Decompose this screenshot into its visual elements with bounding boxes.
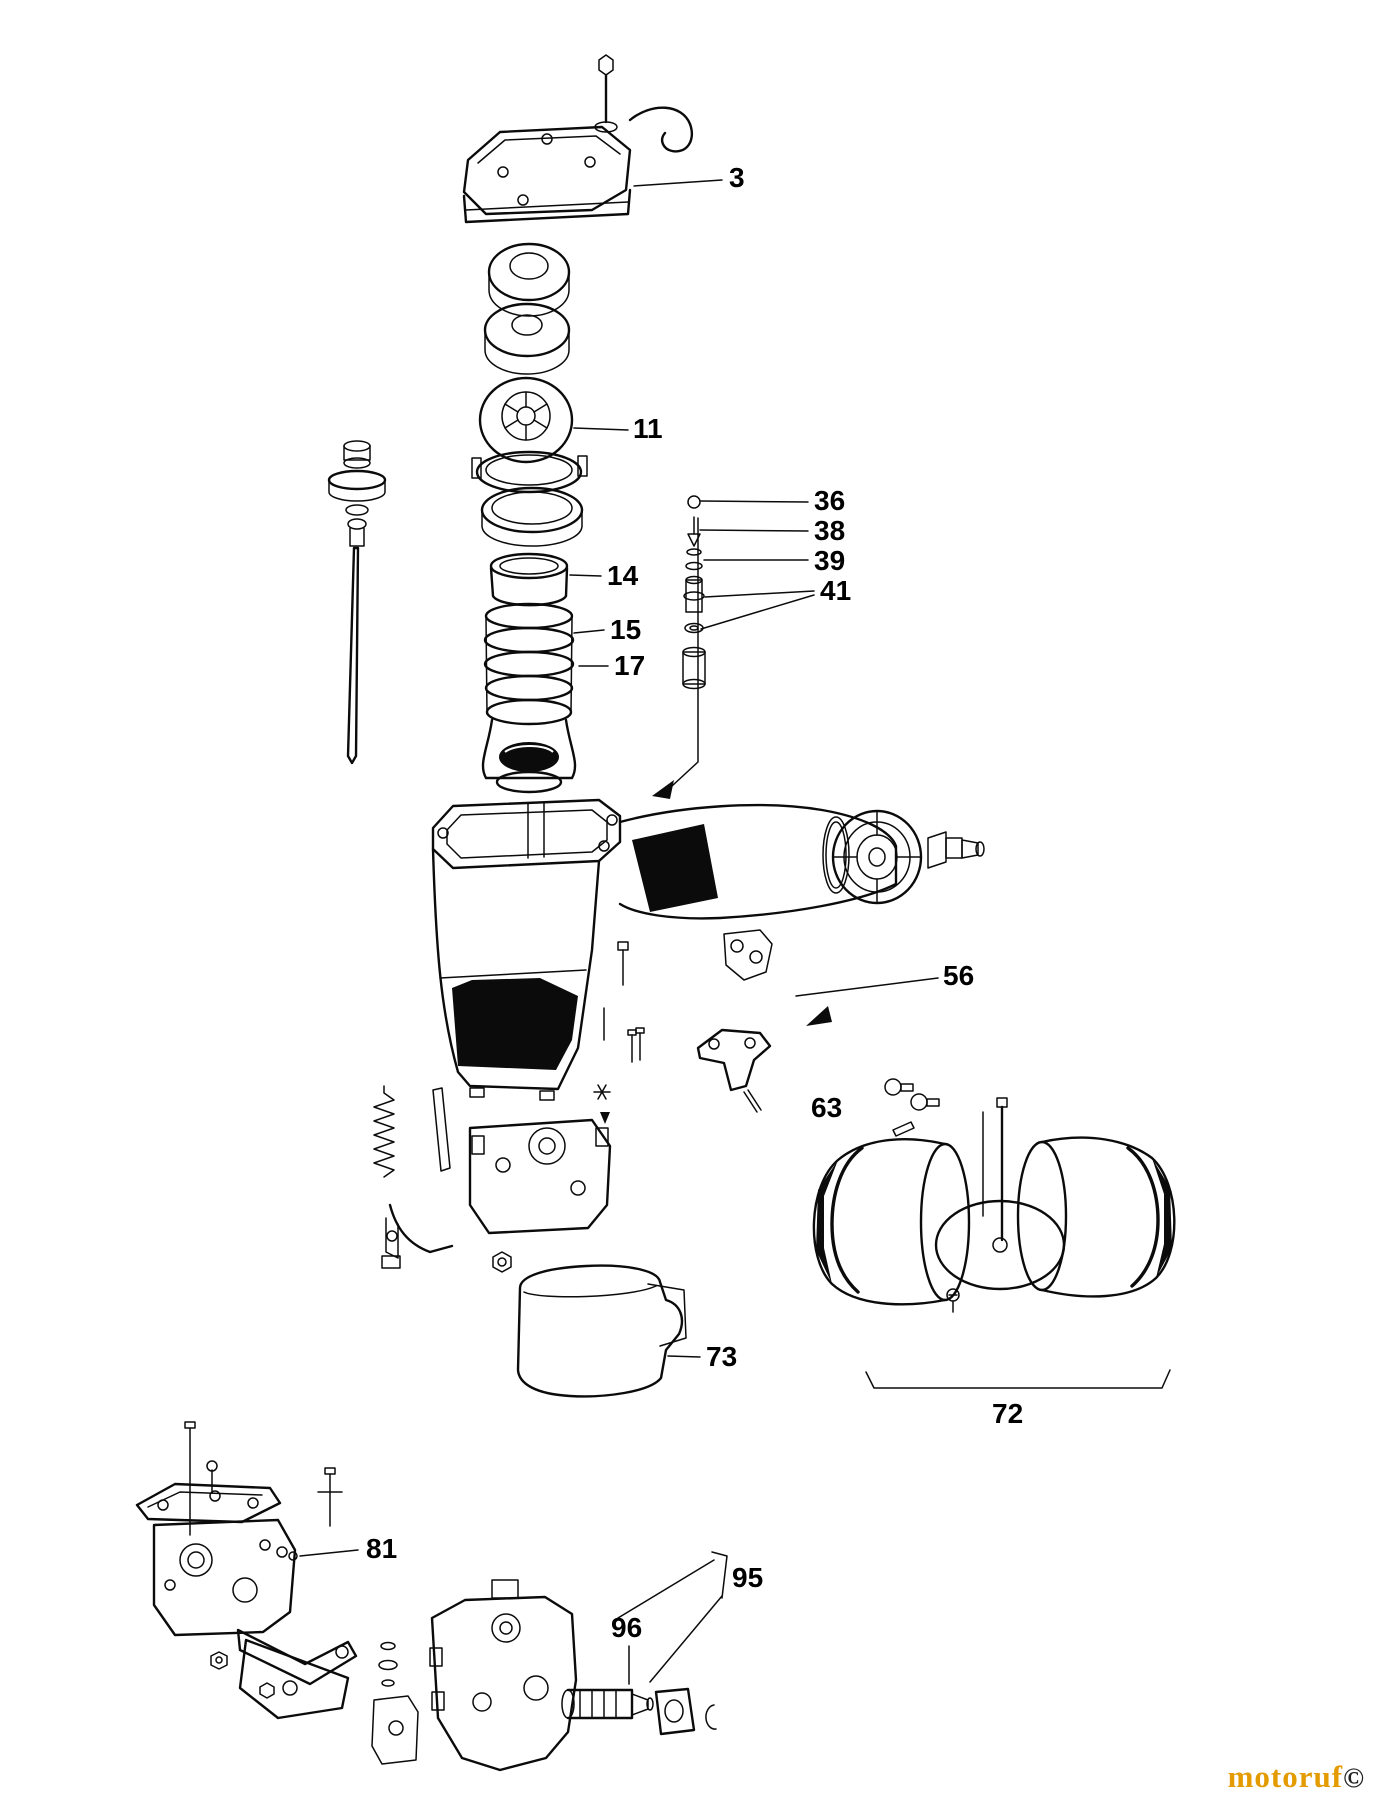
callout-label-81: 81 — [366, 1533, 397, 1564]
callout-label-17: 17 — [614, 650, 645, 681]
watermark-brand-text: motoruf — [1227, 1759, 1344, 1794]
magazine-part-72 — [812, 1097, 1176, 1389]
callout-label-38: 38 — [814, 515, 845, 546]
spring-and-lever — [373, 1085, 454, 1269]
cylinder-parts-15-17 — [481, 602, 609, 794]
copyright-icon: © — [1343, 1763, 1365, 1794]
bolt-and-hook-drawing — [594, 54, 694, 153]
valve-block — [468, 1118, 612, 1273]
callout-label-56: 56 — [943, 960, 974, 991]
callout-labels: 3 11 36 38 39 41 14 15 17 56 63 73 72 81… — [366, 162, 1023, 1643]
callout-label-11: 11 — [633, 413, 663, 444]
callout-label-15: 15 — [610, 614, 641, 645]
callout-label-3: 3 — [729, 162, 745, 193]
callout-label-96: 96 — [611, 1612, 642, 1643]
driver-rod — [327, 440, 387, 765]
gasket-stack — [483, 242, 571, 375]
callout-label-73: 73 — [706, 1341, 737, 1372]
callout-label-72: 72 — [992, 1398, 1023, 1429]
callout-label-63: 63 — [811, 1092, 842, 1123]
assembly-part-81 — [135, 1421, 359, 1720]
callout-label-36: 36 — [814, 485, 845, 516]
callout-label-95: 95 — [732, 1562, 763, 1593]
cover-part-3 — [462, 125, 723, 224]
valve-parts-36-41 — [652, 495, 815, 799]
callout-label-14: 14 — [607, 560, 639, 591]
main-body-part-56 — [431, 798, 985, 1101]
callout-label-39: 39 — [814, 545, 845, 576]
watermark: motoruf© — [1228, 1759, 1365, 1795]
fasteners-part-63 — [884, 1078, 940, 1137]
callout-label-41: 41 — [820, 575, 851, 606]
trigger-parts — [593, 1007, 772, 1124]
sleeve-part-14 — [489, 552, 602, 607]
piston-part-11 — [471, 376, 629, 547]
valve-assembly-parts-95-96 — [371, 1551, 728, 1772]
cover-part-73 — [516, 1264, 701, 1398]
